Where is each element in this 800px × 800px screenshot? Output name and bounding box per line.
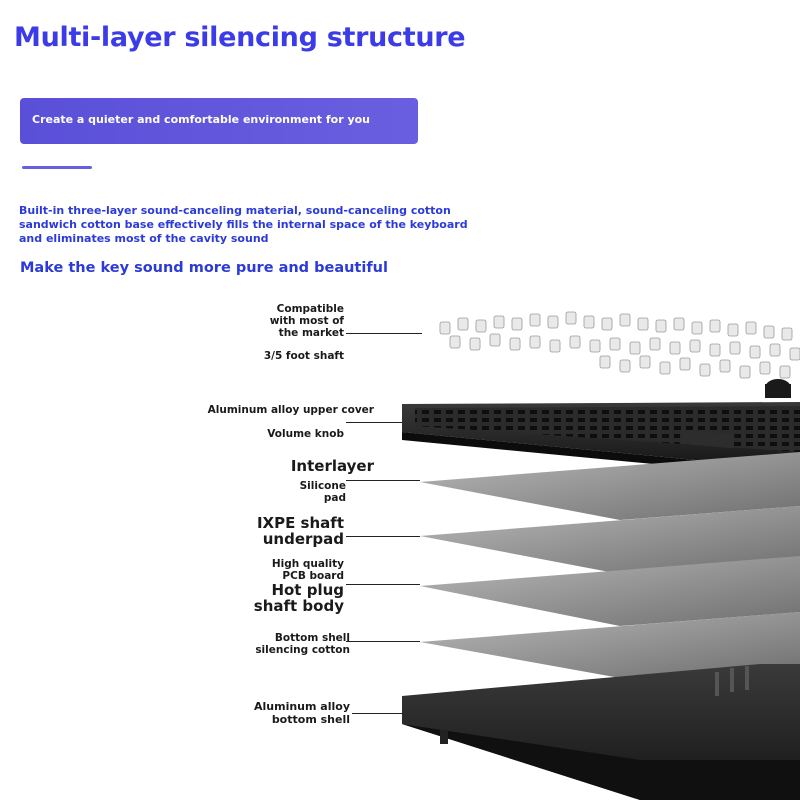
label-pcb-board: High quality PCB board [271,558,344,582]
leader-line [346,584,420,585]
label-hot-plug: Hot plug shaft body [253,581,344,615]
leader-line [346,333,422,334]
banner: Create a quieter and comfortable environ… [20,98,418,144]
leader-line [346,422,402,423]
label-silicone-pad: Silicone pad [299,480,346,504]
label-volume-knob: Volume knob [267,428,344,440]
label-interlayer: Interlayer [290,457,374,475]
ixpe-underpad-layer [420,506,800,574]
intro-tagline: Make the key sound more pure and beautif… [20,260,388,276]
bottom-cotton-layer [420,612,800,678]
label-bottom-shell: Aluminum alloy bottom shell [254,700,350,726]
bottom-shell-layer [402,664,800,800]
label-foot-shaft: 3/5 foot shaft [263,350,344,362]
leader-line [352,713,404,714]
switches-layer [439,311,800,379]
pcb-layer [420,556,800,626]
leader-line [346,480,420,481]
banner-text: Create a quieter and comfortable environ… [32,113,371,126]
silicone-pad-layer [420,452,800,520]
label-upper-cover: Aluminum alloy upper cover [207,404,374,416]
leader-line [346,641,420,642]
label-ixpe-underpad: IXPE shaft underpad [256,514,344,548]
label-compatible: Compatible with most of the market [269,303,344,339]
page-title: Multi-layer silencing structure [14,22,466,53]
leader-line [346,536,420,537]
accent-divider [22,166,92,169]
label-bottom-cotton: Bottom shell silencing cotton [255,632,350,656]
intro-description: Built-in three-layer sound-canceling mat… [19,204,468,245]
